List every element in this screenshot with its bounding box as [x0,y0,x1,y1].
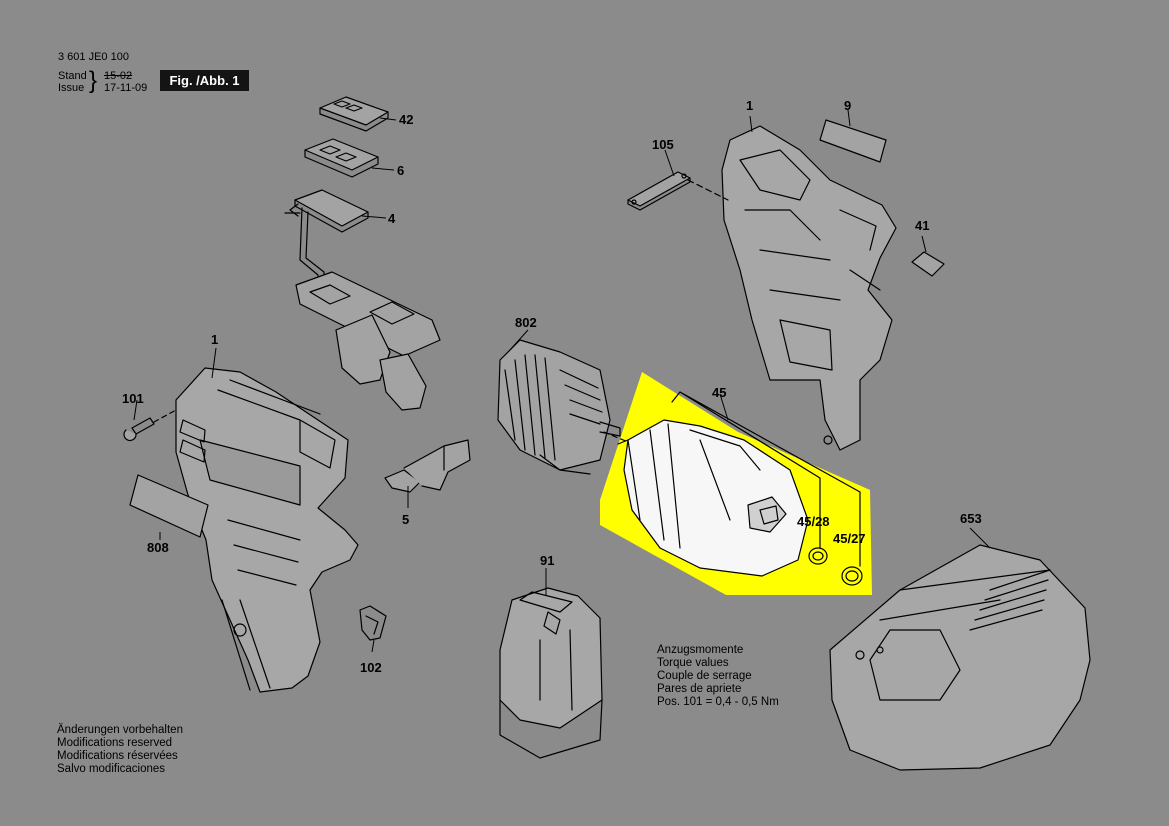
part-105-plate [627,171,729,211]
issue-date: 17-11-09 [104,82,148,94]
part-5-slider [384,439,471,493]
modifications-line: Änderungen vorbehalten [57,724,183,736]
callout-653: 653 [960,511,982,526]
part-808-label [129,474,209,538]
callout-bracket-45 [671,391,861,567]
modifications-line: Modifications reserved [57,737,173,749]
callout-91: 91 [540,553,555,568]
part-45-gearbox [603,419,809,577]
part-45-28-ring [808,547,828,565]
part-42-switch-cover [319,96,389,132]
callout-6: 6 [397,163,405,178]
callout-808: 808 [147,540,169,555]
part-9-label [819,119,887,163]
issue-label: Issue [58,82,85,94]
torque-line: Pos. 101 = 0,4 - 0,5 Nm [657,696,779,708]
modifications-line: Modifications réservées [57,750,178,762]
part-41-pad [911,251,945,277]
figure-label: Fig. /Abb. 1 [160,70,249,91]
part-653-charger [829,544,1091,771]
callout-45: 45 [712,385,727,400]
callout-105: 105 [652,137,674,152]
stand-date: 15-02 [104,70,133,82]
callout-1-right: 1 [746,98,754,113]
torque-note: Anzugsmomente Torque values Couple de se… [657,644,779,709]
part-102-clip [359,605,387,641]
callout-102: 102 [360,660,382,675]
leader-lines [133,109,991,653]
callout-4: 4 [388,211,396,226]
callout-45-27: 45/27 [833,531,866,546]
part-101-screw [123,409,177,442]
part-4-switch-module [284,189,441,411]
part-1-left-housing [175,367,359,693]
part-91-battery [499,587,603,759]
torque-line: Anzugsmomente [657,644,744,656]
callout-101: 101 [122,391,144,406]
stand-label: Stand [58,70,87,82]
part-1-right-housing [721,125,897,451]
torque-line: Pares de apriete [657,683,742,695]
callout-45-28: 45/28 [797,514,830,529]
brace-icon: } [89,67,98,94]
callout-5: 5 [402,512,410,527]
torque-line: Couple de serrage [657,670,752,682]
callout-9: 9 [844,98,852,113]
doc-number: 3 601 JE0 100 [58,51,129,63]
callout-802: 802 [515,315,537,330]
part-802-motor [497,339,621,475]
modifications-note: Änderungen vorbehalten Modifications res… [57,724,183,776]
part-45-27-ring [841,566,863,586]
modifications-line: Salvo modificaciones [57,763,166,775]
callout-41: 41 [915,218,930,233]
callout-1-left: 1 [211,332,219,347]
torque-line: Torque values [657,657,729,669]
part-6-membrane [304,138,379,178]
callout-42: 42 [399,112,414,127]
